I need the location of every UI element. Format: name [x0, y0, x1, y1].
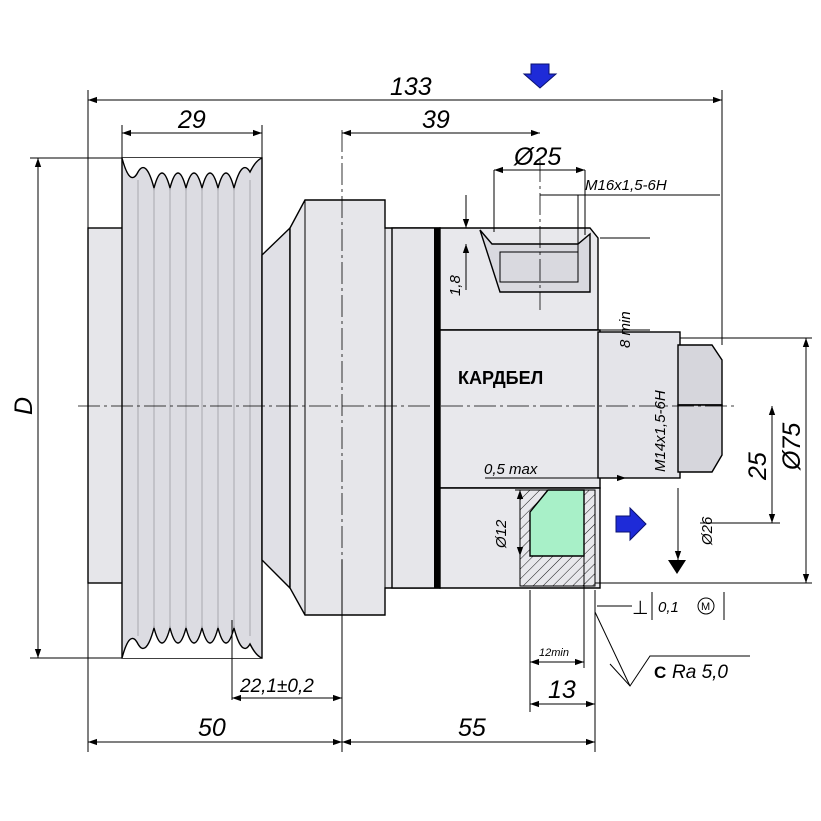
dim-pin-length: 13: [548, 676, 576, 704]
dimension-lines: [30, 90, 812, 752]
tolerance-symbol: ⊥: [632, 598, 649, 619]
arrow-down-icon: [522, 63, 558, 89]
dim-pilot-diameter: Ø26: [699, 516, 716, 546]
dim-pulley-width: 29: [177, 106, 206, 134]
roughness-value: Ra 5,0: [672, 662, 728, 683]
dim-boss-offset: 39: [422, 106, 450, 134]
roughness-letter: C: [654, 663, 666, 682]
datum-triangle: [668, 560, 686, 574]
dim-pin-diameter: Ø12: [493, 519, 510, 549]
neck: [261, 226, 291, 590]
pulley: [121, 157, 263, 659]
pulley-grooves-top: [121, 157, 263, 191]
thread-boss: [479, 229, 591, 293]
dim-thread-main: M16x1,5-6H: [585, 177, 667, 194]
dim-chamfer: 1,8: [447, 274, 464, 296]
dim-overall-length: 133: [390, 73, 432, 101]
dim-bore-diameter: Ø25: [513, 143, 561, 171]
dim-thread-depth: 8 min: [617, 311, 634, 348]
pulley-ribs: [137, 180, 251, 636]
dim-pulley-center: 22,1±0,2: [239, 676, 314, 697]
pulley-grooves-bottom: [121, 625, 263, 659]
tolerance-value: 0,1: [658, 599, 679, 616]
roughness-symbol: C Ra 5,0: [654, 662, 728, 683]
tolerance-frame: ⊥ 0,1 M: [632, 597, 715, 619]
dim-max-gap: 0,5 max: [484, 461, 538, 478]
arrow-right-icon: [615, 506, 647, 542]
dim-outer-diameter: Ø75: [778, 423, 806, 471]
brand-label: КАРДБЕЛ: [458, 368, 543, 388]
tolerance-modifier: M: [701, 601, 710, 613]
dim-right-length: 55: [458, 714, 486, 742]
dim-radius-offset: 25: [744, 452, 772, 481]
front-flange: [597, 331, 681, 479]
dim-left-length: 50: [198, 714, 226, 742]
dim-pin-depth: 12min: [539, 647, 569, 659]
dim-pulley-diameter: D: [10, 397, 38, 415]
part-body: [87, 157, 723, 659]
hex-nut: [677, 344, 723, 406]
dim-thread-small: M14x1,5-6H: [652, 390, 669, 472]
